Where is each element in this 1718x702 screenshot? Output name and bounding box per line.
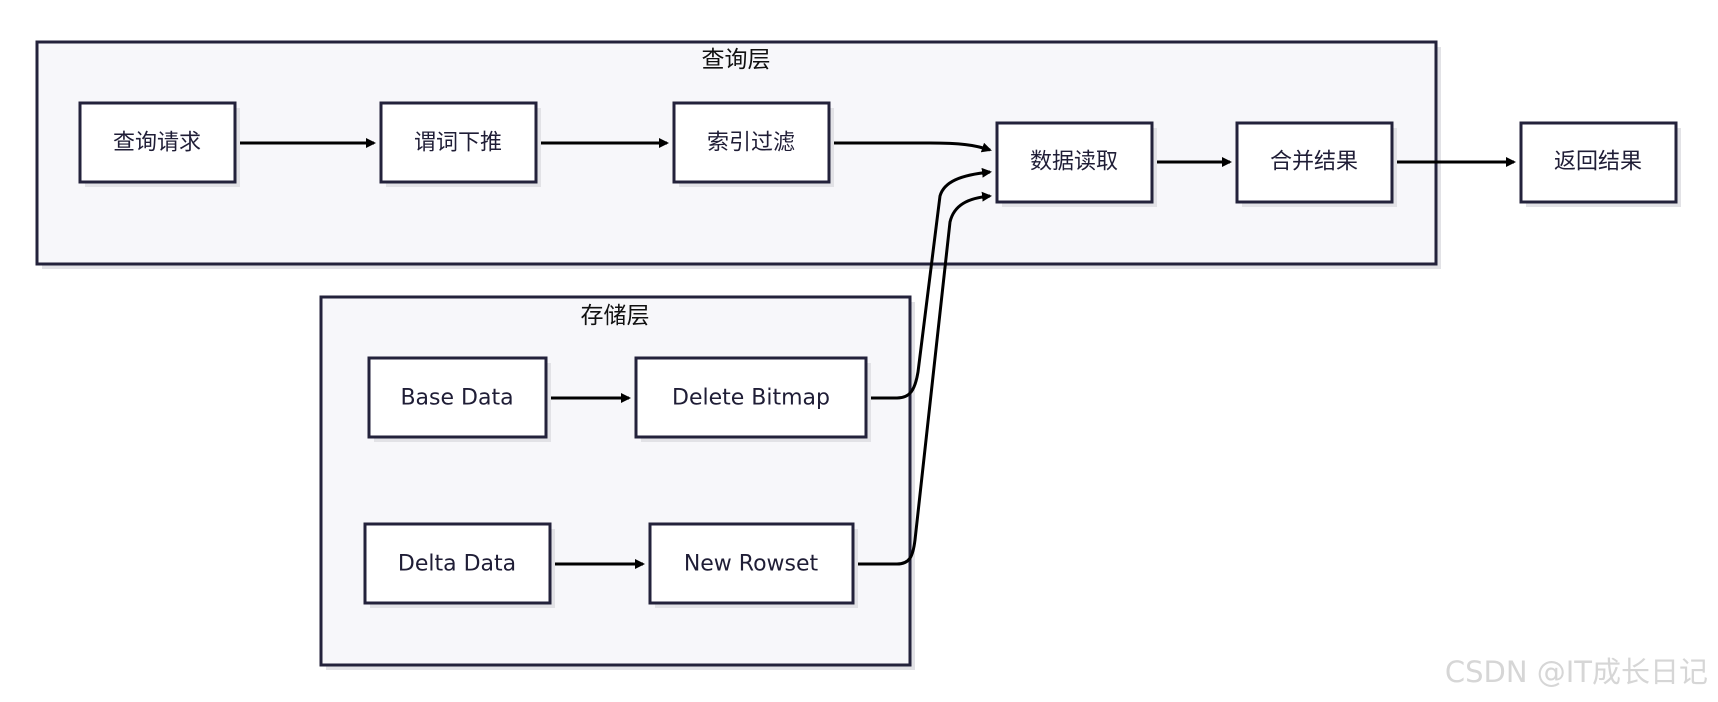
- node-base-data: Base Data: [367, 356, 551, 442]
- storage-layer-cluster: 存储层: [319, 295, 915, 670]
- predicate-pushdown-label: 谓词下推: [414, 131, 502, 156]
- edges: [236, 138, 1516, 569]
- watermark-text: CSDN @IT成长日记: [1445, 655, 1708, 689]
- delta-data-label: Delta Data: [398, 552, 516, 577]
- merge-results-label: 合并结果: [1270, 150, 1358, 175]
- node-index-filter: 索引过滤: [672, 101, 834, 187]
- edge-new-rowset-to-data-read: [854, 191, 992, 566]
- base-data-label: Base Data: [400, 386, 513, 411]
- return-results-label: 返回结果: [1554, 150, 1642, 175]
- node-delta-data: Delta Data: [363, 522, 555, 608]
- storage-layer-title: 存储层: [581, 303, 650, 329]
- node-delete-bitmap: Delete Bitmap: [634, 356, 871, 442]
- delete-bitmap-label: Delete Bitmap: [672, 386, 830, 411]
- edge-delete-bitmap-to-data-read: [867, 167, 992, 400]
- edge-index-filter-to-data-read: [829, 141, 992, 153]
- new-rowset-label: New Rowset: [684, 552, 819, 577]
- node-data-read: 数据读取: [995, 121, 1157, 207]
- node-new-rowset: New Rowset: [648, 522, 858, 608]
- node-predicate-pushdown: 谓词下推: [379, 101, 541, 187]
- query-layer-title: 查询层: [702, 47, 771, 73]
- node-query-request: 查询请求: [78, 101, 240, 187]
- node-return-results: 返回结果: [1519, 121, 1681, 207]
- data-read-label: 数据读取: [1030, 150, 1118, 175]
- index-filter-label: 索引过滤: [707, 131, 795, 156]
- query-request-label: 查询请求: [113, 131, 201, 156]
- node-merge-results: 合并结果: [1235, 121, 1397, 207]
